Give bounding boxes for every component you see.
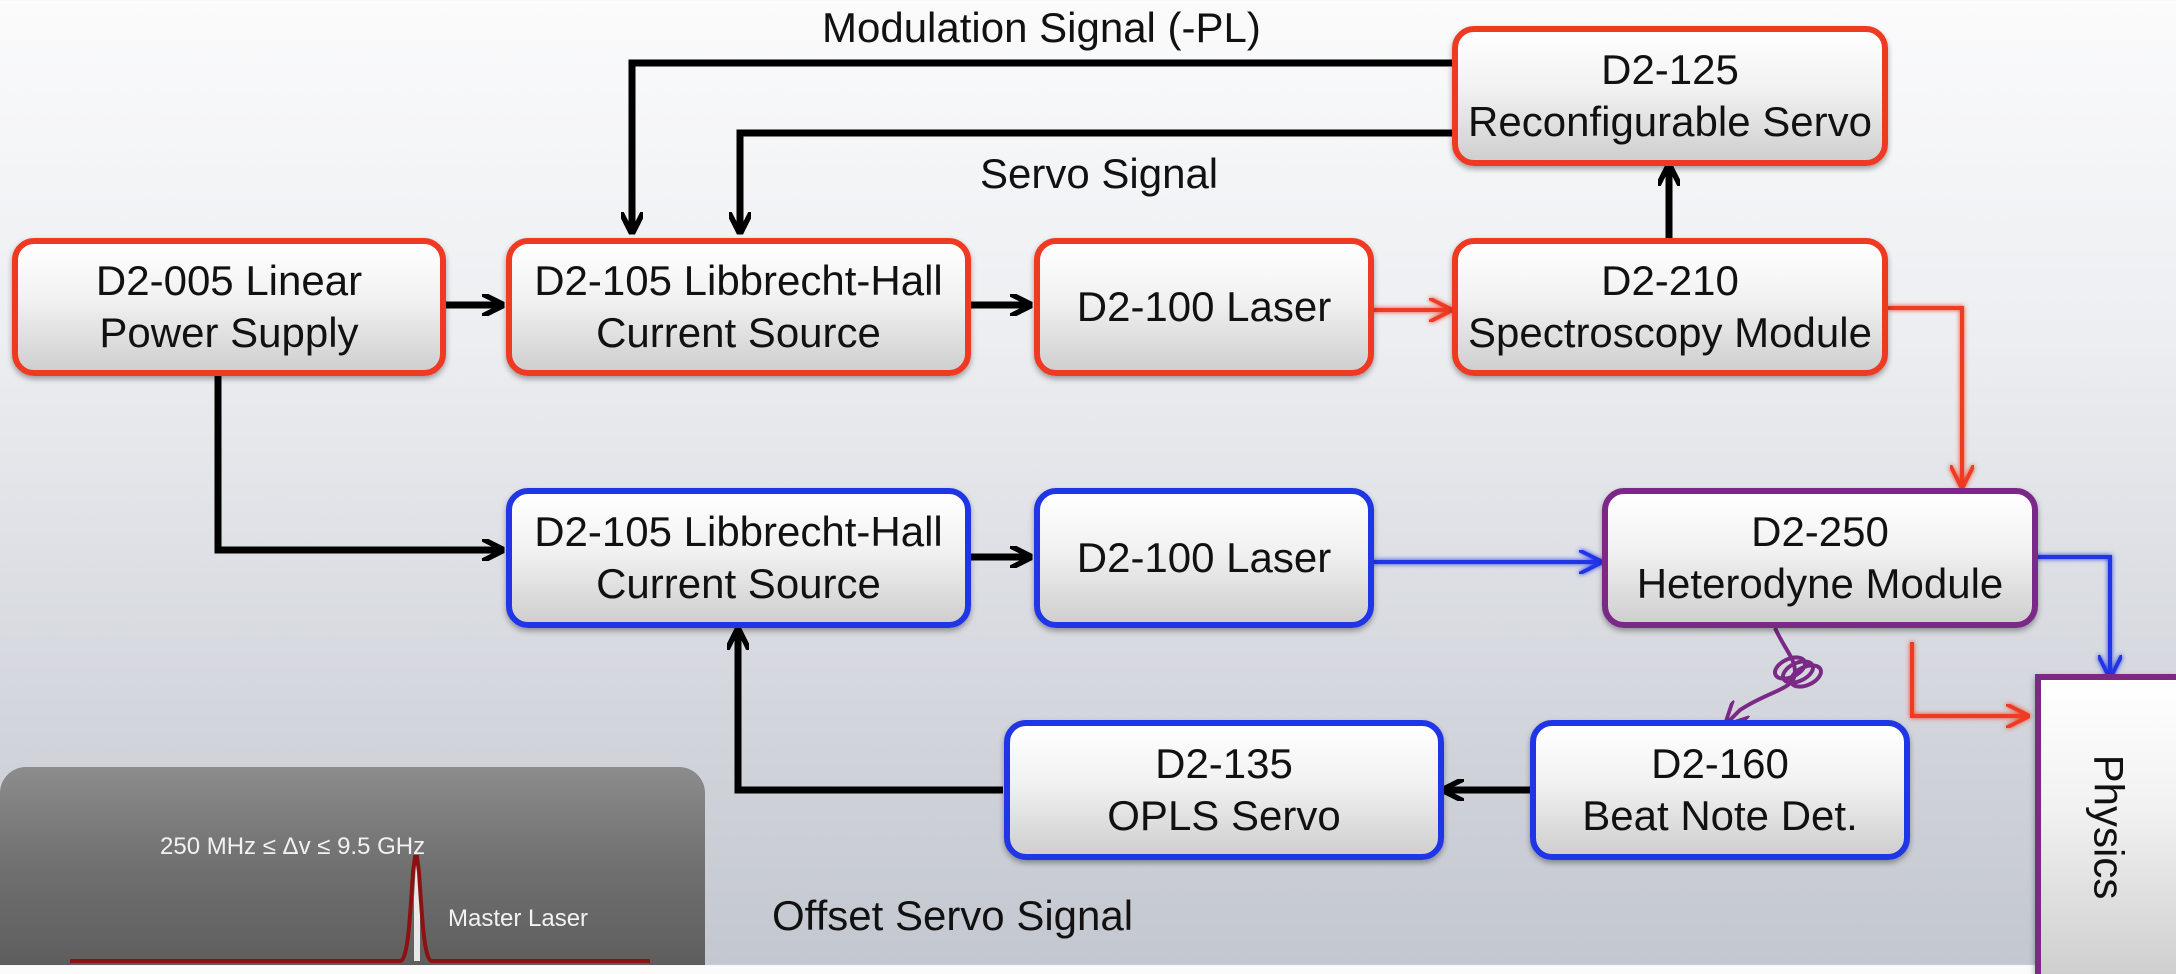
- opls-box[interactable]: D2-135 OPLS Servo: [1004, 720, 1444, 860]
- current-source-top-line2: Current Source: [596, 309, 881, 356]
- current-source-bottom-line2: Current Source: [596, 560, 881, 607]
- laser-bottom-box[interactable]: D2-100 Laser: [1034, 488, 1374, 628]
- heterodyne-to-physics-blue-beam: [2035, 555, 2110, 674]
- inset-master-label: Master Laser: [448, 905, 589, 932]
- servo-signal-label: Servo Signal: [980, 150, 1219, 197]
- heterodyne-line2: Heterodyne Module: [1636, 560, 2004, 607]
- current-source-top-box[interactable]: D2-105 Libbrecht-Hall Current Source: [506, 238, 971, 376]
- power-supply-box[interactable]: D2-005 Linear Power Supply: [12, 238, 446, 376]
- current-source-top-line1: D2-105 Libbrecht-Hall: [534, 257, 943, 304]
- beat-note-box[interactable]: D2-160 Beat Note Det.: [1530, 720, 1910, 860]
- modulation-signal-wire: [632, 59, 1452, 230]
- inset-range-label: 250 MHz ≤ Δv ≤ 9.5 GHz: [160, 833, 426, 860]
- power-to-current-bottom-wire: [214, 375, 500, 550]
- opls-line1: D2-135: [1155, 740, 1293, 787]
- modulation-signal-label: Modulation Signal (-PL): [822, 4, 1261, 51]
- servo-line1: D2-125: [1601, 46, 1739, 93]
- laser-bottom-label: D2-100 Laser: [1076, 534, 1332, 581]
- physics-box[interactable]: Physics: [2035, 674, 2176, 974]
- spectrum-inset: 250 MHz ≤ Δv ≤ 9.5 GHz Master Laser: [0, 767, 705, 965]
- current-source-bottom-box[interactable]: D2-105 Libbrecht-Hall Current Source: [506, 488, 971, 628]
- spectroscopy-line2: Spectroscopy Module: [1468, 309, 1872, 356]
- power-supply-line1: D2-005 Linear: [95, 257, 363, 304]
- spectroscopy-box[interactable]: D2-210 Spectroscopy Module: [1452, 238, 1888, 376]
- spectrum-trace: [70, 855, 650, 963]
- current-source-bottom-line1: D2-105 Libbrecht-Hall: [534, 508, 943, 555]
- heterodyne-to-physics-red-beam: [1910, 642, 2025, 716]
- spectroscopy-line1: D2-210: [1601, 257, 1739, 304]
- power-supply-line2: Power Supply: [99, 309, 359, 356]
- physics-label: Physics: [2085, 754, 2133, 900]
- beat-note-line1: D2-160: [1651, 740, 1789, 787]
- beat-note-line2: Beat Note Det.: [1582, 792, 1858, 839]
- servo-signal-wire: [740, 129, 1452, 230]
- spectroscopy-to-heterodyne-beam: [1888, 306, 1962, 484]
- offset-servo-wire: [738, 632, 1003, 794]
- laser-top-box[interactable]: D2-100 Laser: [1034, 238, 1374, 376]
- servo-box[interactable]: D2-125 Reconfigurable Servo: [1452, 26, 1888, 166]
- heterodyne-box[interactable]: D2-250 Heterodyne Module: [1602, 488, 2038, 628]
- heterodyne-line1: D2-250: [1751, 508, 1889, 555]
- offset-servo-signal-label: Offset Servo Signal: [772, 892, 1134, 939]
- laser-top-label: D2-100 Laser: [1076, 283, 1332, 330]
- fiber-coil-icon: [1728, 627, 1823, 722]
- opls-line2: OPLS Servo: [1107, 792, 1341, 839]
- servo-line2: Reconfigurable Servo: [1468, 98, 1872, 145]
